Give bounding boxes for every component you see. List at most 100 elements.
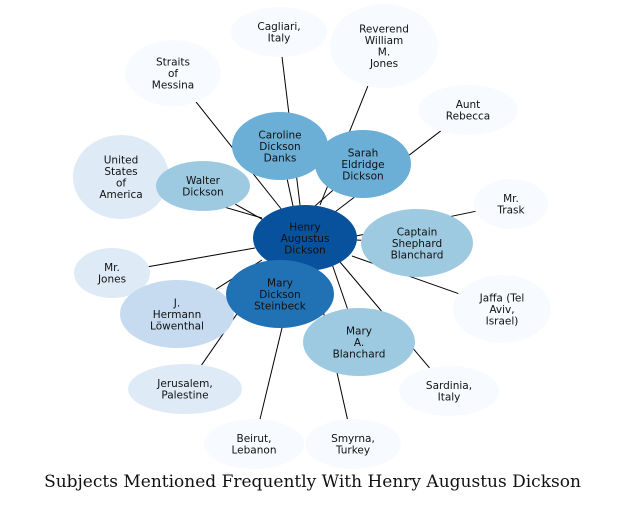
node-caroline-label-line: Dickson	[259, 141, 300, 153]
node-straits-label-line: Messina	[152, 79, 194, 91]
node-sarah-label-line: Eldridge	[341, 159, 384, 171]
node-usa-label-line: States	[104, 166, 137, 178]
node-aunt-label-line: Rebecca	[446, 111, 490, 123]
node-mrjones-label-line: Mr.	[104, 262, 120, 274]
node-sardinia-shape	[399, 366, 499, 416]
node-caroline-label-line: Caroline	[258, 129, 301, 141]
node-trask-label-line: Trask	[496, 205, 525, 217]
node-cagliari-label-line: Cagliari,	[257, 21, 300, 33]
node-marya-label-line: Blanchard	[333, 348, 386, 360]
node-reverend-label-line: M.	[378, 47, 390, 59]
node-reverend-label-line: Reverend	[359, 24, 409, 36]
node-sardinia: Sardinia,Italy	[399, 366, 499, 416]
node-sardinia-label-line: Sardinia,	[426, 380, 472, 392]
node-trask-shape	[474, 179, 548, 229]
node-smyrna-shape	[305, 419, 401, 469]
node-reverend-label-line: William	[365, 35, 403, 47]
node-smyrna-label-line: Turkey	[335, 445, 370, 457]
node-beirut-label-line: Lebanon	[232, 445, 277, 457]
node-henry-label-line: Dickson	[284, 244, 325, 256]
edge-henry-walter	[235, 203, 268, 223]
node-mrjones: Mr.Jones	[74, 248, 150, 298]
node-sarah-shape	[315, 130, 411, 198]
node-aunt-label-line: Aunt	[456, 99, 481, 111]
node-caroline-label-line: Danks	[264, 152, 297, 164]
node-beirut-shape	[204, 419, 304, 469]
node-cagliari-label-line: Italy	[268, 33, 291, 45]
node-reverend-label-line: Jones	[369, 58, 398, 70]
node-captain-shape	[361, 209, 473, 277]
node-captain-label-line: Blanchard	[391, 249, 444, 261]
node-beirut: Beirut,Lebanon	[204, 419, 304, 469]
diagram-title: Subjects Mentioned Frequently With Henry…	[44, 472, 581, 492]
node-smyrna-label-line: Smyrna,	[331, 433, 375, 445]
node-trask-label-line: Mr.	[503, 193, 519, 205]
node-henry-shape	[253, 205, 357, 271]
node-walter-label-line: Walter	[186, 175, 221, 187]
node-captain-label-line: Captain	[397, 226, 438, 238]
node-hermann-shape	[120, 280, 234, 348]
network-graph: Cagliari,ItalyReverendWilliamM.JonesStra…	[73, 4, 551, 469]
node-reverend-shape	[330, 4, 438, 88]
node-usa-label-line: United	[104, 155, 139, 167]
node-straits-shape	[125, 40, 221, 106]
node-trask: Mr.Trask	[474, 179, 548, 229]
edge-henry-marya	[331, 263, 348, 309]
node-usa-label-line: America	[99, 189, 142, 201]
node-smyrna: Smyrna,Turkey	[305, 419, 401, 469]
node-mrjones-label-line: Jones	[97, 274, 126, 286]
node-jaffa-label-line: Jaffa (Tel	[479, 292, 525, 304]
node-marya-label-line: A.	[354, 337, 364, 349]
node-mary-label-line: Dickson	[259, 289, 300, 301]
node-caroline-shape	[232, 112, 328, 180]
edge-henry-mrjones	[148, 247, 256, 268]
node-cagliari-shape	[231, 7, 327, 57]
node-cagliari: Cagliari,Italy	[231, 7, 327, 57]
node-usa-shape	[73, 135, 169, 219]
node-jaffa-label-line: Israel)	[486, 315, 519, 327]
edge-henry-caroline	[286, 179, 294, 207]
node-mary-shape	[226, 260, 334, 328]
node-aunt-shape	[418, 85, 518, 135]
node-usa-label-line: of	[116, 178, 126, 190]
node-mary-label-line: Steinbeck	[254, 300, 307, 312]
node-hermann-label-line: J.	[173, 297, 180, 309]
node-sardinia-label-line: Italy	[438, 392, 461, 404]
node-sarah-label-line: Dickson	[342, 170, 383, 182]
node-mrjones-shape	[74, 248, 150, 298]
node-layer: Cagliari,ItalyReverendWilliamM.JonesStra…	[73, 4, 551, 469]
node-henry-label-line: Augustus	[281, 233, 330, 245]
node-beirut-label-line: Beirut,	[236, 433, 271, 445]
node-jaffa-shape	[453, 275, 551, 343]
edge-henry-sarah	[314, 190, 334, 207]
node-jaffa-label-line: Aviv,	[489, 304, 514, 316]
node-straits-label-line: of	[168, 68, 178, 80]
node-jerusalem-shape	[128, 364, 242, 414]
node-hermann-label-line: Hermann	[153, 309, 201, 321]
node-mary-label-line: Mary	[267, 277, 293, 289]
node-walter-shape	[156, 161, 250, 211]
node-marya-shape	[303, 308, 415, 376]
node-hermann-label-line: Löwenthal	[150, 320, 204, 332]
node-jerusalem-label-line: Jerusalem,	[156, 378, 212, 390]
node-straits-label-line: Straits	[156, 56, 190, 68]
node-jerusalem: Jerusalem,Palestine	[128, 364, 242, 414]
node-walter-label-line: Dickson	[182, 187, 223, 199]
node-captain-label-line: Shephard	[392, 238, 442, 250]
node-marya-label-line: Mary	[346, 325, 372, 337]
node-jerusalem-label-line: Palestine	[161, 390, 208, 402]
node-henry-label-line: Henry	[289, 221, 321, 233]
